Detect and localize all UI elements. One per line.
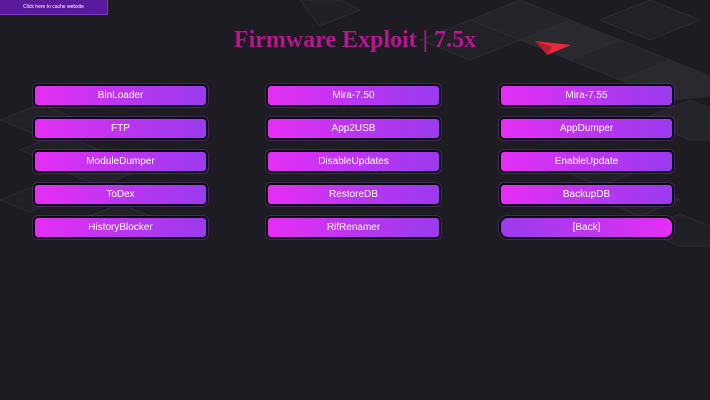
cache-website-button[interactable]: Click here to cache website (0, 0, 108, 15)
rif-renamer-button[interactable]: RifRenamer (266, 216, 441, 239)
mira-750-button[interactable]: Mira-7.50 (266, 84, 441, 107)
red-arrow-logo-icon (535, 41, 571, 55)
back-button[interactable]: [Back] (499, 216, 674, 239)
enable-update-button[interactable]: EnableUpdate (499, 150, 674, 173)
restoredb-button[interactable]: RestoreDB (266, 183, 441, 206)
todex-button[interactable]: ToDex (33, 183, 208, 206)
exploit-menu-grid: BinLoader Mira-7.50 Mira-7.55 FTP App2US… (33, 84, 675, 239)
ftp-button[interactable]: FTP (33, 117, 208, 140)
disable-updates-button[interactable]: DisableUpdates (266, 150, 441, 173)
page-title: Firmware Exploit | 7.5x (233, 27, 477, 53)
appdumper-button[interactable]: AppDumper (499, 117, 674, 140)
app2usb-button[interactable]: App2USB (266, 117, 441, 140)
moduledumper-button[interactable]: ModuleDumper (33, 150, 208, 173)
history-blocker-button[interactable]: HistoryBlocker (33, 216, 208, 239)
backupdb-button[interactable]: BackupDB (499, 183, 674, 206)
binloader-button[interactable]: BinLoader (33, 84, 208, 107)
mira-755-button[interactable]: Mira-7.55 (499, 84, 674, 107)
